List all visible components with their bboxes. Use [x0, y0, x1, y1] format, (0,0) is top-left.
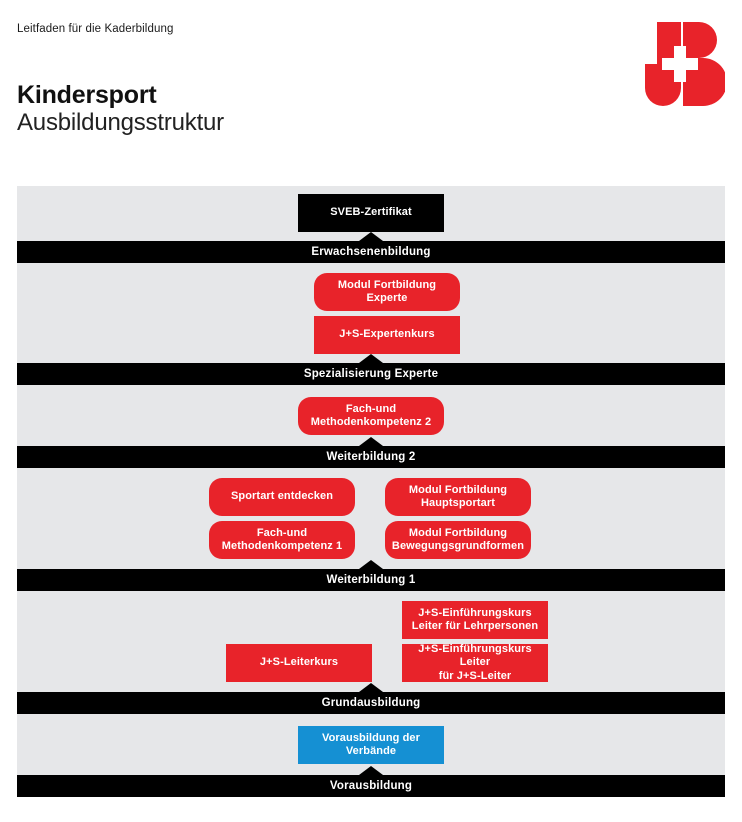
node-label: J+S-Expertenkurs [339, 328, 435, 341]
node-ek-leiter-lehrpersonen[interactable]: J+S-Einführungskurs Leiter für Lehrperso… [402, 601, 548, 639]
node-label-line2: Verbände [345, 745, 397, 757]
notch-up-icon [359, 437, 383, 446]
document-kicker: Leitfaden für die Kaderbildung [17, 23, 174, 35]
node-label: Fach-und Methodenkompetenz 2 [311, 403, 431, 430]
node-label-line1: Vorausbildung der [321, 731, 421, 744]
levelbar-label: Spezialisierung Experte [303, 368, 439, 380]
node-fach-methodenkompetenz-1[interactable]: Fach-und Methodenkompetenz 1 [209, 521, 355, 559]
node-label: J+S-Leiterkurs [259, 656, 339, 669]
node-js-expertenkurs[interactable]: J+S-Expertenkurs [314, 316, 460, 354]
page-header: Leitfaden für die Kaderbildung Kinderspo… [0, 0, 742, 180]
node-vorausbildung-der-verbaende[interactable]: Vorausbildung der Verbände [298, 726, 444, 764]
node-label: J+S-Einführungskurs Leiter für J+S-Leite… [408, 643, 542, 684]
jugend-und-sport-logo [637, 18, 727, 114]
node-modul-fortbildung-hauptsportart[interactable]: Modul Fortbildung Hauptsportart [385, 478, 531, 516]
notch-up-icon [359, 766, 383, 775]
levelbar-grundausbildung[interactable]: Grundausbildung [17, 683, 725, 714]
title-block: Kindersport Ausbildungsstruktur [17, 82, 224, 137]
node-label: Modul Fortbildung Hauptsportart [409, 484, 507, 511]
node-label-line2: Bewegungsgrundformen [391, 540, 525, 552]
node-modul-fortbildung-experte[interactable]: Modul Fortbildung Experte [314, 273, 460, 311]
node-label-line2: Methodenkompetenz 2 [310, 416, 432, 428]
node-label-line1: J+S-Einführungskurs [418, 606, 532, 619]
band-weiterbildung-1 [17, 468, 725, 569]
node-label-line1: Modul Fortbildung [337, 278, 437, 291]
levelbar-label: Vorausbildung [329, 780, 413, 792]
node-label: J+S-Einführungskurs Leiter für Lehrperso… [412, 607, 538, 634]
levelbar-weiterbildung-1[interactable]: Weiterbildung 1 [17, 560, 725, 591]
levelbar-label: Weiterbildung 2 [326, 451, 416, 463]
node-label-line1: Modul Fortbildung [408, 526, 508, 539]
node-label-line1: J+S-Einführungskurs Leiter [418, 642, 532, 669]
levelbar-label: Weiterbildung 1 [326, 574, 416, 586]
node-label: Modul Fortbildung Bewegungsgrundformen [392, 527, 524, 554]
node-label: Vorausbildung der Verbände [322, 732, 420, 759]
page-subtitle: Ausbildungsstruktur [17, 109, 224, 136]
node-js-leiterkurs[interactable]: J+S-Leiterkurs [226, 644, 372, 682]
node-fach-methodenkompetenz-2[interactable]: Fach-und Methodenkompetenz 2 [298, 397, 444, 435]
node-label-line1: Modul Fortbildung [408, 483, 508, 496]
notch-up-icon [359, 354, 383, 363]
node-label-line2: Hauptsportart [420, 497, 495, 509]
node-label-line2: für J+S-Leiter [438, 669, 512, 682]
page-title: Kindersport [17, 81, 157, 109]
node-label-line1: Fach-und [256, 526, 308, 539]
node-modul-fortbildung-bewegungsgrundformen[interactable]: Modul Fortbildung Bewegungsgrundformen [385, 521, 531, 559]
node-sportart-entdecken[interactable]: Sportart entdecken [209, 478, 355, 516]
notch-up-icon [359, 232, 383, 241]
node-label-line2: Experte [366, 292, 408, 304]
levelbar-weiterbildung-2[interactable]: Weiterbildung 2 [17, 437, 725, 468]
levelbar-vorausbildung[interactable]: Vorausbildung [17, 766, 725, 797]
node-label: Sportart entdecken [230, 490, 334, 503]
notch-up-icon [359, 560, 383, 569]
node-sveb-zertifikat[interactable]: SVEB-Zertifikat [298, 194, 444, 232]
node-label-line2: Methodenkompetenz 1 [221, 540, 343, 552]
levelbar-erwachsenenbildung[interactable]: Erwachsenenbildung [17, 232, 725, 263]
levelbar-label: Erwachsenenbildung [311, 246, 431, 258]
node-label-line1: Fach-und [345, 402, 397, 415]
levelbar-spezialisierung-experte[interactable]: Spezialisierung Experte [17, 354, 725, 385]
node-label: SVEB-Zertifikat [330, 206, 412, 219]
levelbar-label: Grundausbildung [321, 697, 421, 709]
node-label-line2: Leiter für Lehrpersonen [411, 620, 539, 632]
node-ek-leiter-js-leiter[interactable]: J+S-Einführungskurs Leiter für J+S-Leite… [402, 643, 548, 684]
node-label: Fach-und Methodenkompetenz 1 [222, 527, 342, 554]
node-label: Modul Fortbildung Experte [338, 279, 436, 306]
notch-up-icon [359, 683, 383, 692]
